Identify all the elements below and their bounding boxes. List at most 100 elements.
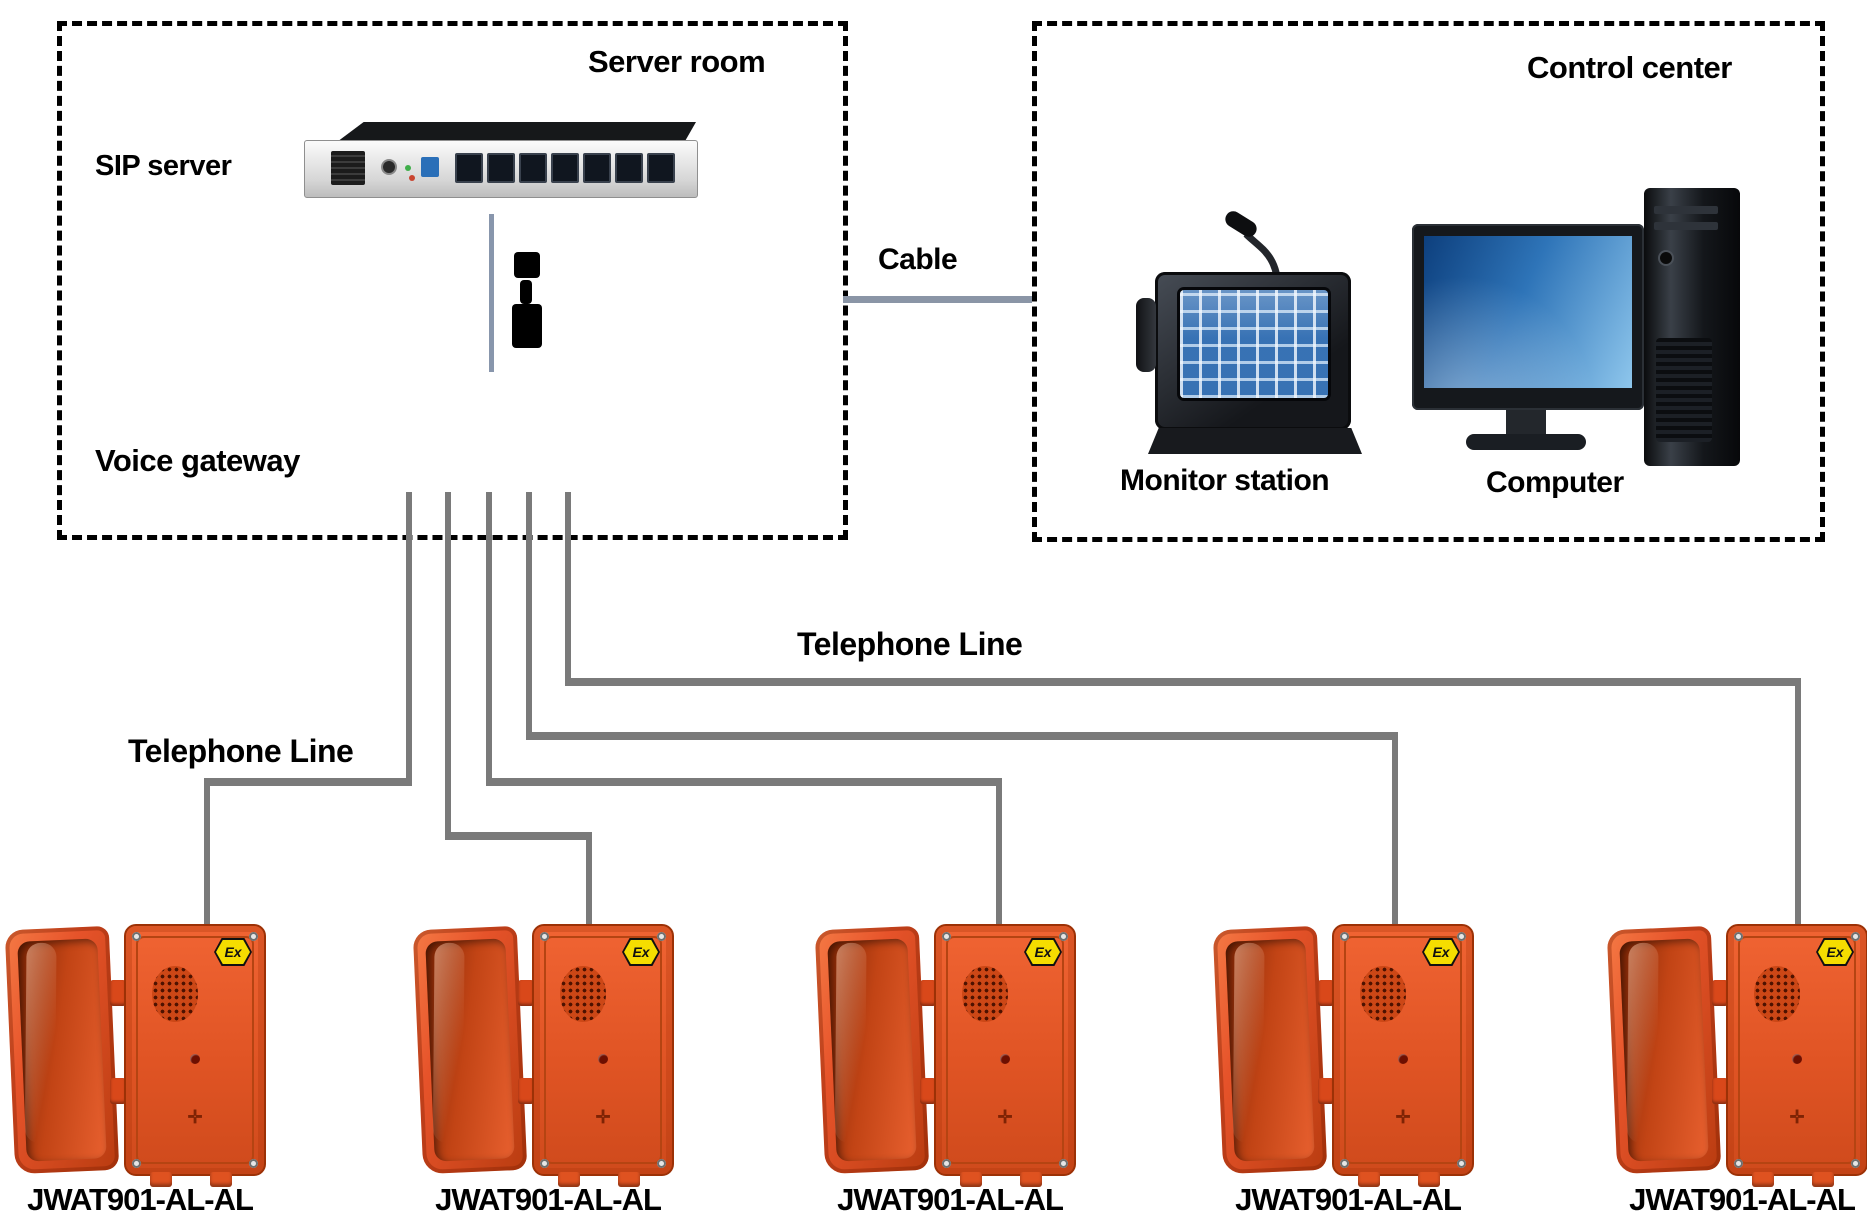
cable-gland bbox=[1812, 1172, 1834, 1187]
voice-gateway-label: Voice gateway bbox=[95, 443, 300, 478]
ex-badge-icon: Ex bbox=[1422, 938, 1460, 966]
screw-icon bbox=[942, 1159, 951, 1168]
speaker-grille bbox=[560, 966, 606, 1022]
phone-unit-4: Ex ✛ JWAT901-AL-AL bbox=[1212, 922, 1478, 1222]
phone-model-label: JWAT901-AL-AL bbox=[27, 1182, 254, 1217]
speaker-grille bbox=[962, 966, 1008, 1022]
monitor-station-base bbox=[1148, 428, 1362, 454]
hinge bbox=[920, 1078, 936, 1104]
cable-gland bbox=[960, 1172, 982, 1187]
speaker-grille bbox=[1754, 966, 1800, 1022]
phone-faceplate bbox=[946, 936, 1064, 1164]
wire-segment bbox=[1392, 732, 1398, 929]
cross-mark-icon: ✛ bbox=[595, 1107, 611, 1127]
screw-icon bbox=[657, 1159, 666, 1168]
phone-unit-2: Ex ✛ JWAT901-AL-AL bbox=[412, 922, 678, 1222]
screw-icon bbox=[942, 932, 951, 941]
screw-icon bbox=[132, 1159, 141, 1168]
rack-power-button-icon bbox=[383, 161, 395, 173]
ethernet-port-icon bbox=[583, 153, 611, 183]
phone-model-label: JWAT901-AL-AL bbox=[435, 1182, 662, 1217]
wire-segment bbox=[565, 678, 1801, 686]
hinge bbox=[1318, 1078, 1334, 1104]
speaker-grille bbox=[152, 966, 198, 1022]
phone-cover-sheen bbox=[834, 942, 867, 1144]
server-room-box bbox=[57, 21, 848, 540]
wire-segment bbox=[445, 492, 451, 838]
phone-faceplate bbox=[1344, 936, 1462, 1164]
cable-connector-icon bbox=[512, 304, 542, 348]
screw-icon bbox=[1851, 932, 1860, 941]
telephone-line-label-lower: Telephone Line bbox=[128, 733, 354, 769]
cable-gland bbox=[1418, 1172, 1440, 1187]
rack-drop-cable bbox=[489, 214, 494, 372]
phone-model-label: JWAT901-AL-AL bbox=[837, 1182, 1064, 1217]
screw-icon bbox=[1340, 932, 1349, 941]
phone-cover-sheen bbox=[1232, 942, 1265, 1144]
hinge bbox=[1712, 1078, 1728, 1104]
hinge bbox=[1712, 980, 1728, 1006]
drive-bay-slot bbox=[1654, 206, 1718, 214]
monitor-station-handset bbox=[1136, 298, 1156, 372]
monitor-stand-base bbox=[1466, 434, 1586, 450]
rack-usb-port-icon bbox=[421, 157, 439, 177]
screw-icon bbox=[1059, 1159, 1068, 1168]
rack-vent-icon bbox=[331, 151, 365, 185]
phone-model-label: JWAT901-AL-AL bbox=[1235, 1182, 1462, 1217]
monitor-station-label: Monitor station bbox=[1120, 464, 1330, 497]
screw-icon bbox=[249, 1159, 258, 1168]
rack-led-red bbox=[409, 175, 415, 181]
phone-cover-sheen bbox=[1626, 942, 1659, 1144]
computer-tower bbox=[1644, 188, 1740, 466]
ex-badge-icon: Ex bbox=[1024, 938, 1062, 966]
phone-cover bbox=[814, 925, 930, 1175]
computer-label: Computer bbox=[1486, 466, 1624, 499]
screw-icon bbox=[1851, 1159, 1860, 1168]
phone-cover bbox=[4, 925, 120, 1175]
phone-unit-3: Ex ✛ JWAT901-AL-AL bbox=[814, 922, 1080, 1222]
rack-led-green bbox=[405, 165, 411, 171]
computer-screen bbox=[1424, 236, 1632, 388]
tower-vent-grill bbox=[1656, 338, 1712, 442]
phone-body: Ex ✛ bbox=[124, 924, 266, 1187]
screw-icon bbox=[249, 932, 258, 941]
sip-server-label: SIP server bbox=[95, 150, 232, 182]
cable-gland bbox=[1358, 1172, 1380, 1187]
wire-segment bbox=[586, 832, 592, 929]
ethernet-port-icon bbox=[615, 153, 643, 183]
hinge bbox=[518, 1078, 534, 1104]
cable-gland bbox=[558, 1172, 580, 1187]
call-button bbox=[1398, 1054, 1408, 1064]
server-room-title: Server room bbox=[588, 44, 766, 79]
call-button bbox=[1000, 1054, 1010, 1064]
wire-segment bbox=[526, 492, 532, 740]
telephone-line-label-upper: Telephone Line bbox=[797, 626, 1023, 662]
rack-top-face bbox=[336, 122, 696, 142]
ethernet-port-icon bbox=[487, 153, 515, 183]
phone-cover bbox=[1606, 925, 1722, 1175]
cable-connector-icon bbox=[520, 280, 532, 304]
wire-segment bbox=[1795, 678, 1801, 929]
ex-badge-icon: Ex bbox=[622, 938, 660, 966]
cross-mark-icon: ✛ bbox=[1395, 1107, 1411, 1127]
phone-faceplate bbox=[544, 936, 662, 1164]
wire-segment bbox=[445, 832, 592, 840]
control-center-box bbox=[1032, 21, 1825, 542]
hinge bbox=[110, 1078, 126, 1104]
wire-segment bbox=[204, 778, 412, 786]
phone-unit-1: Ex ✛ JWAT901-AL-AL bbox=[4, 922, 270, 1222]
ethernet-port-icon bbox=[455, 153, 483, 183]
phone-faceplate bbox=[1738, 936, 1856, 1164]
screw-icon bbox=[1340, 1159, 1349, 1168]
ethernet-port-icon bbox=[551, 153, 579, 183]
monitor-stand-neck bbox=[1506, 410, 1546, 434]
wire-segment bbox=[486, 492, 492, 784]
screw-icon bbox=[657, 932, 666, 941]
screw-icon bbox=[540, 1159, 549, 1168]
screw-icon bbox=[1457, 1159, 1466, 1168]
ex-badge-icon: Ex bbox=[214, 938, 252, 966]
phone-faceplate bbox=[136, 936, 254, 1164]
cable-gland bbox=[1752, 1172, 1774, 1187]
screw-icon bbox=[1059, 932, 1068, 941]
ex-badge-icon: Ex bbox=[1816, 938, 1854, 966]
